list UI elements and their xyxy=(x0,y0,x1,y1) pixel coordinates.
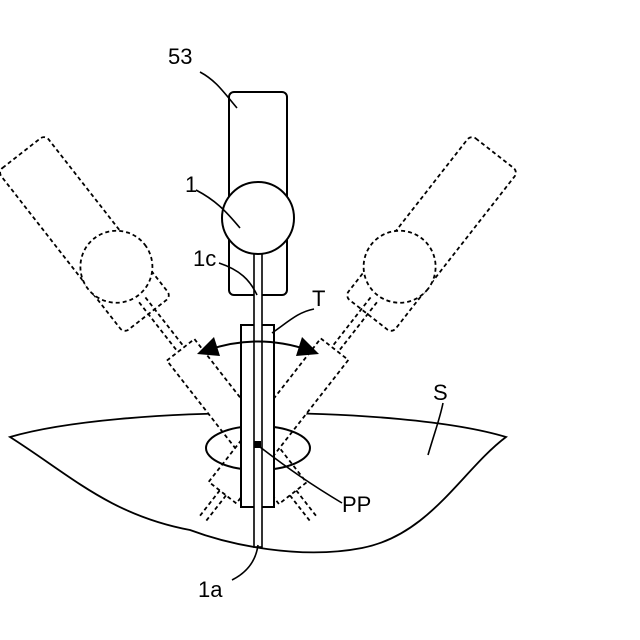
joint-1 xyxy=(222,182,294,254)
tilted-left-support xyxy=(0,135,171,333)
leader-1a xyxy=(232,545,258,580)
tilted-right-support xyxy=(345,135,518,333)
leader-s xyxy=(428,403,443,455)
tilted-left-assembly xyxy=(0,128,343,543)
label-1: 1 xyxy=(185,172,197,197)
pivot-point-dot xyxy=(254,441,261,448)
label-s: S xyxy=(433,380,448,405)
tilted-right-assembly xyxy=(173,128,519,543)
label-t: T xyxy=(312,286,325,311)
shaft xyxy=(254,252,262,547)
label-1c: 1c xyxy=(193,246,216,271)
label-1a: 1a xyxy=(198,577,223,602)
leader-t xyxy=(272,309,314,333)
label-53: 53 xyxy=(168,44,192,69)
label-pp: PP xyxy=(342,492,371,517)
